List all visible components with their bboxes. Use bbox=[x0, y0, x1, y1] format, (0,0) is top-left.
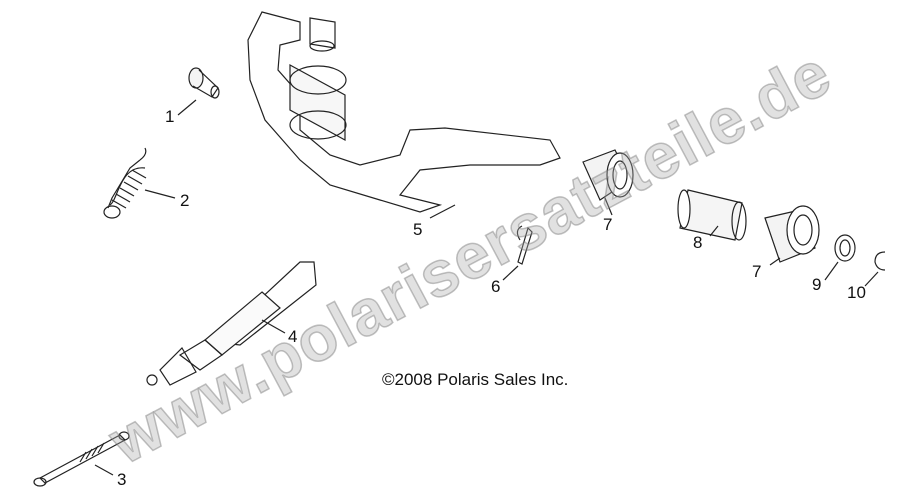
washer-hole bbox=[839, 239, 851, 257]
leader-line bbox=[144, 189, 176, 199]
leader-line bbox=[177, 99, 197, 116]
leader-line bbox=[604, 197, 613, 216]
leader-line bbox=[261, 319, 286, 334]
leader-line bbox=[769, 257, 781, 266]
callout-4: 4 bbox=[288, 327, 298, 346]
part-small-spring bbox=[33, 431, 130, 487]
callout-8: 8 bbox=[693, 233, 703, 252]
leader-line bbox=[502, 265, 519, 281]
callout-5: 5 bbox=[413, 220, 423, 239]
callout-7: 7 bbox=[603, 215, 613, 234]
callout-2: 2 bbox=[180, 191, 190, 210]
callout-3: 3 bbox=[117, 470, 127, 489]
part-bushing-flanged-2 bbox=[764, 205, 820, 263]
part-clevis-pin bbox=[188, 67, 220, 99]
part-brake-pedal bbox=[247, 11, 561, 213]
callout-9: 9 bbox=[812, 275, 822, 294]
copyright-text: ©2008 Polaris Sales Inc. bbox=[382, 370, 569, 389]
leader-line bbox=[429, 204, 456, 219]
part-pivot-shaft bbox=[146, 261, 317, 386]
part-sleeve bbox=[677, 189, 747, 241]
leader-line bbox=[709, 225, 719, 237]
part-bushing-flanged bbox=[582, 149, 634, 201]
part-hair-pin bbox=[516, 225, 533, 265]
part-washer bbox=[834, 234, 856, 262]
callout-7-second: 7 bbox=[752, 262, 762, 281]
part-e-clip bbox=[874, 251, 886, 271]
callout-1: 1 bbox=[165, 107, 175, 126]
callout-10: 10 bbox=[847, 283, 866, 302]
part-return-spring bbox=[103, 147, 147, 219]
callout-6: 6 bbox=[491, 277, 501, 296]
leader-line bbox=[94, 464, 114, 476]
leader-line bbox=[864, 271, 879, 287]
leader-line bbox=[824, 261, 839, 281]
